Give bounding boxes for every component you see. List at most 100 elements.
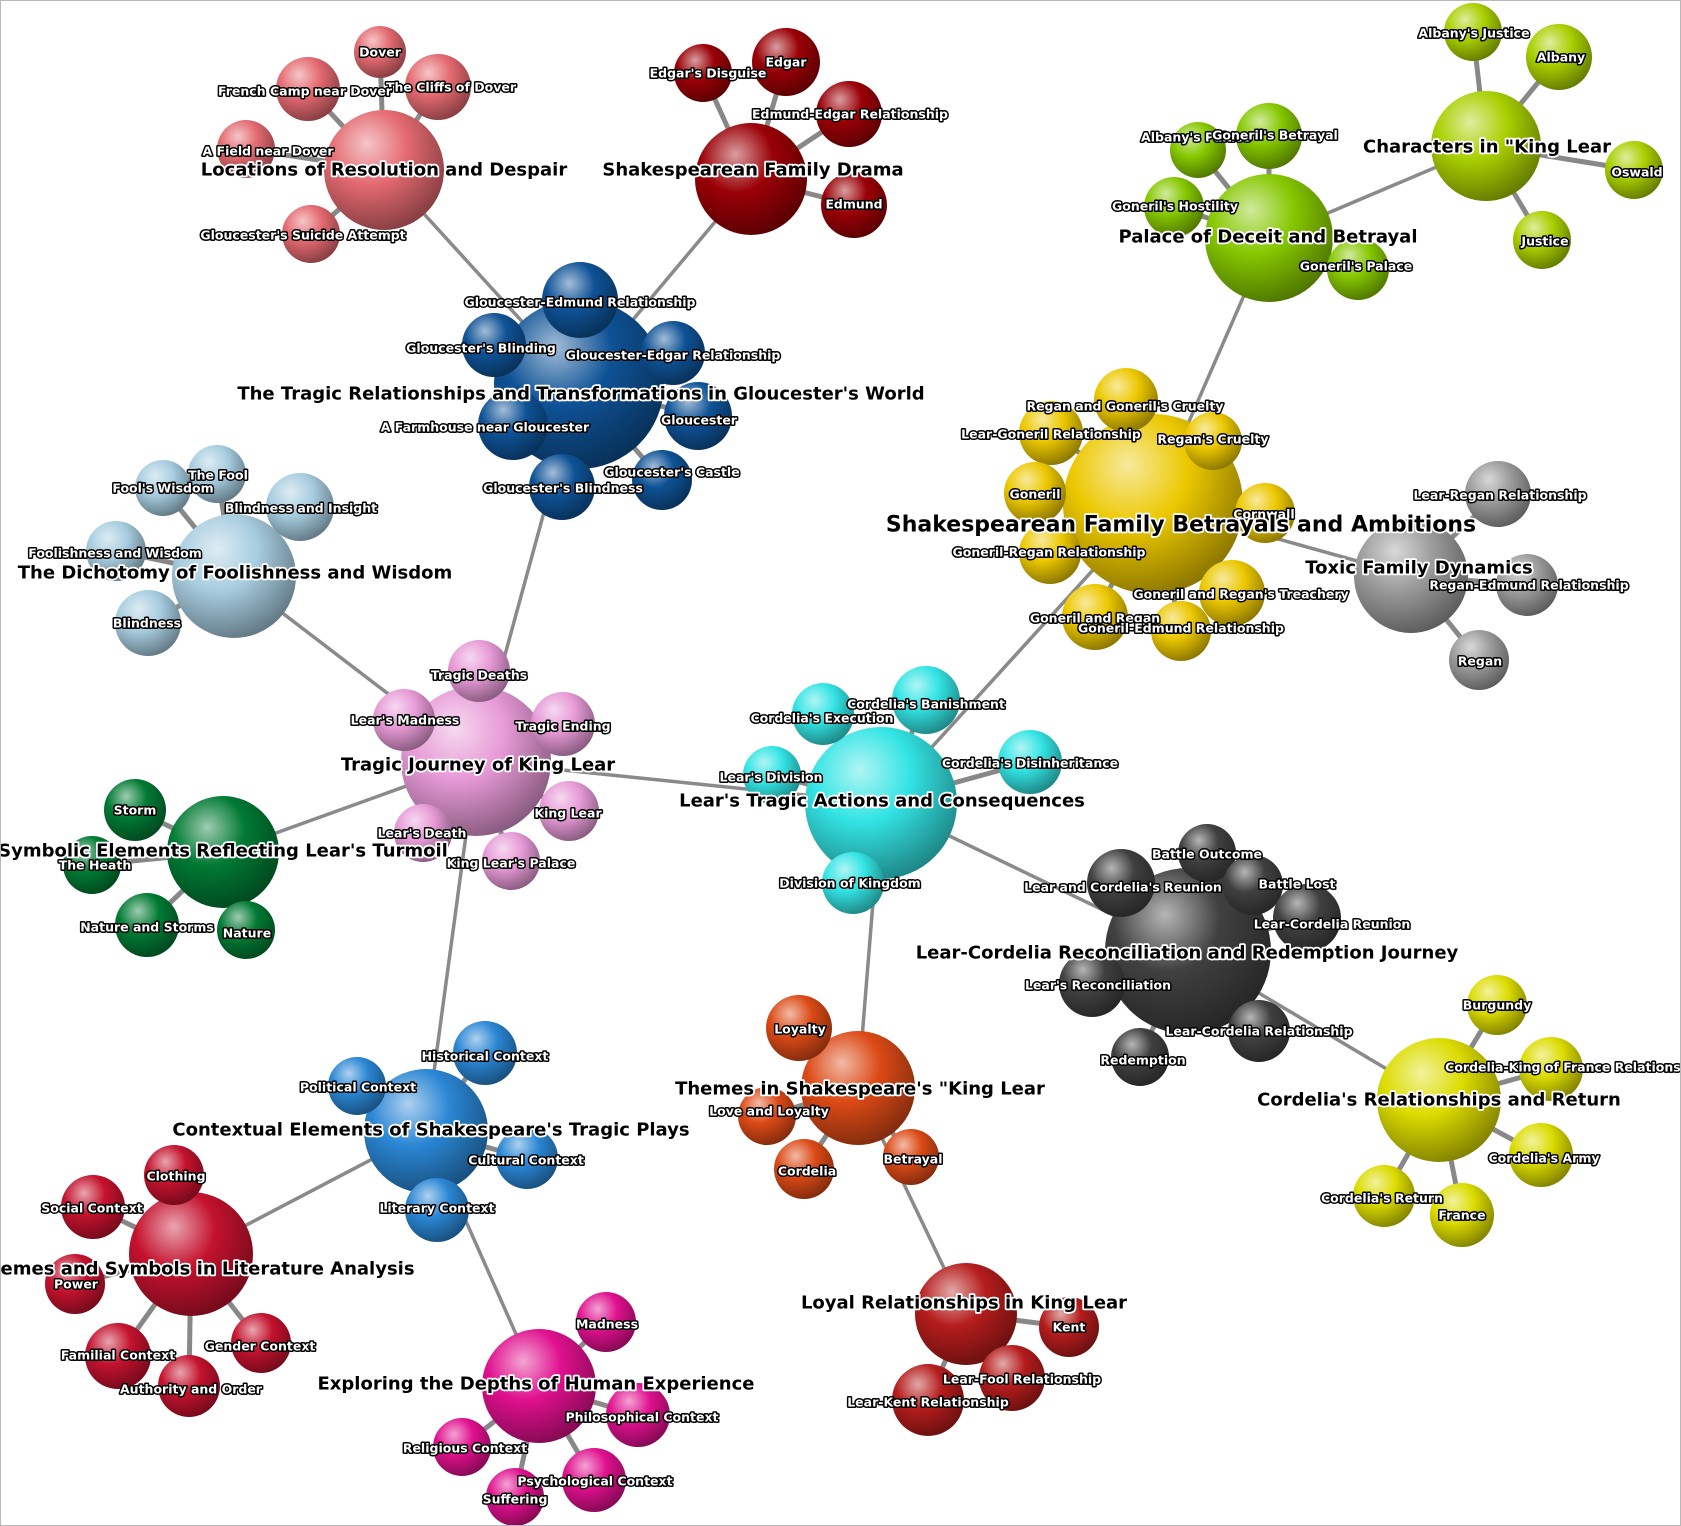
node-dover[interactable] [354,26,406,78]
hub-contextual[interactable] [364,1069,488,1193]
node-storm[interactable] [104,779,166,841]
hub-loyal[interactable] [915,1263,1017,1365]
node-a-field-near-dover[interactable] [217,120,275,178]
node-burgundy[interactable] [1467,975,1527,1035]
node-lear-fool-relationship[interactable] [979,1345,1045,1411]
node-cultural-context[interactable] [496,1127,558,1189]
hub-resolution[interactable] [324,110,444,230]
node-historical-context[interactable] [453,1021,517,1085]
node-king-lear[interactable] [539,781,599,841]
node-familial-context[interactable] [85,1323,151,1389]
node-cordelia-s-army[interactable] [1509,1123,1573,1187]
hub-literature[interactable] [129,1192,253,1316]
node-cordelia-s-execution[interactable] [792,683,854,745]
node-clothing[interactable] [144,1145,204,1205]
node-cordelia-s-banishment[interactable] [892,666,960,734]
node-tragic-deaths[interactable] [448,640,510,702]
node-gloucester-s-suicide-attempt[interactable] [282,205,340,263]
node-lear-cordelia-reunion[interactable] [1273,884,1341,952]
node-lear-regan-relationship[interactable] [1465,461,1531,527]
node-goneril-s-palace[interactable] [1327,238,1389,300]
node-edgar[interactable] [752,28,820,96]
hub-foolishness[interactable] [172,514,296,638]
node-edgar-s-disguise[interactable] [674,44,732,102]
node-gloucester-s-blinding[interactable] [462,313,526,377]
node-regan-s-cruelty[interactable] [1184,412,1242,470]
node-redemption[interactable] [1111,1028,1169,1086]
node-kent[interactable] [1039,1297,1099,1357]
node-cornwall[interactable] [1235,483,1295,543]
node-gloucester-s-blindness[interactable] [529,454,595,520]
node-authority-and-order[interactable] [158,1355,220,1417]
node-lear-s-madness[interactable] [373,689,435,751]
node-suffering[interactable] [486,1468,544,1525]
node-goneril-and-regan-s-treachery[interactable] [1199,560,1265,626]
node-loyalty[interactable] [766,995,832,1061]
node-albany[interactable] [1526,24,1592,90]
node-regan-edmund-relationship[interactable] [1496,554,1558,616]
node-battle-lost[interactable] [1223,855,1283,915]
node-blindness-and-insight[interactable] [266,473,334,541]
node-edmund-edgar-relationship[interactable] [816,81,882,147]
hub-themes[interactable] [801,1031,915,1145]
node-gloucester-edgar-relationship[interactable] [641,321,705,385]
node-lear-s-death[interactable] [394,804,452,862]
node-psychological-context[interactable] [562,1448,626,1512]
hub-familydrama[interactable] [695,123,807,235]
node-cordelia-s-return[interactable] [1353,1165,1415,1227]
node-gloucester-edmund-relationship[interactable] [542,262,618,338]
node-betrayal[interactable] [883,1129,939,1185]
node-lear-s-reconciliation[interactable] [1059,951,1125,1017]
node-goneril[interactable] [1004,462,1066,524]
node-power[interactable] [45,1254,105,1314]
node-goneril-s-betrayal[interactable] [1236,103,1302,169]
node-lear-s-division[interactable] [743,746,801,804]
node-cordelia-s-disinheritance[interactable] [998,730,1062,794]
node-regan-and-goneril-s-cruelty[interactable] [1094,368,1158,432]
node-nature-and-storms[interactable] [115,893,179,957]
node-lear-goneril-relationship[interactable] [1019,401,1083,465]
node-the-heath[interactable] [63,836,121,894]
node-goneril-regan-relationship[interactable] [1019,522,1081,584]
node-edmund[interactable] [821,172,887,238]
node-the-fool[interactable] [188,445,246,503]
node-albany-s-justice[interactable] [1444,3,1502,61]
hub-actions[interactable] [805,727,957,879]
node-philosophical-context[interactable] [606,1383,670,1447]
hub-depths[interactable] [482,1329,596,1443]
node-the-cliffs-of-dover[interactable] [405,54,471,120]
node-lear-kent-relationship[interactable] [892,1364,964,1436]
node-battle-outcome[interactable] [1178,824,1236,882]
node-france[interactable] [1430,1183,1494,1247]
hub-toxic[interactable] [1354,519,1468,633]
node-religious-context[interactable] [433,1418,491,1476]
node-goneril-s-hostility[interactable] [1144,177,1204,237]
node-a-farmhouse-near-gloucester[interactable] [478,390,548,460]
node-division-of-kingdom[interactable] [822,852,884,914]
node-literary-context[interactable] [405,1178,469,1242]
node-social-context[interactable] [61,1175,125,1239]
hub-symbolic[interactable] [167,796,279,908]
node-cordelia[interactable] [774,1139,834,1199]
node-goneril-edmund-relationship[interactable] [1151,601,1211,661]
node-foolishness-and-wisdom[interactable] [86,521,146,581]
node-nature[interactable] [217,901,275,959]
node-madness[interactable] [576,1292,636,1352]
node-lear-and-cordelia-s-reunion[interactable] [1087,849,1155,917]
node-fool-s-wisdom[interactable] [135,460,191,516]
node-oswald[interactable] [1605,141,1663,199]
node-goneril-and-regan[interactable] [1062,584,1128,650]
node-political-context[interactable] [328,1057,386,1115]
node-gloucester-s-castle[interactable] [632,450,692,510]
node-lear-cordelia-relationship[interactable] [1228,1000,1290,1062]
hub-palace[interactable] [1205,174,1333,302]
hub-cordelia[interactable] [1377,1038,1501,1162]
node-king-lear-s-palace[interactable] [482,832,540,890]
hub-characters[interactable] [1431,91,1541,201]
node-gloucester[interactable] [664,382,732,450]
hub-reconciliation[interactable] [1105,868,1271,1034]
node-blindness[interactable] [115,590,181,656]
node-cordelia-king-of-france-relationship[interactable] [1519,1037,1583,1101]
node-regan[interactable] [1449,630,1509,690]
node-love-and-loyalty[interactable] [738,1087,796,1145]
